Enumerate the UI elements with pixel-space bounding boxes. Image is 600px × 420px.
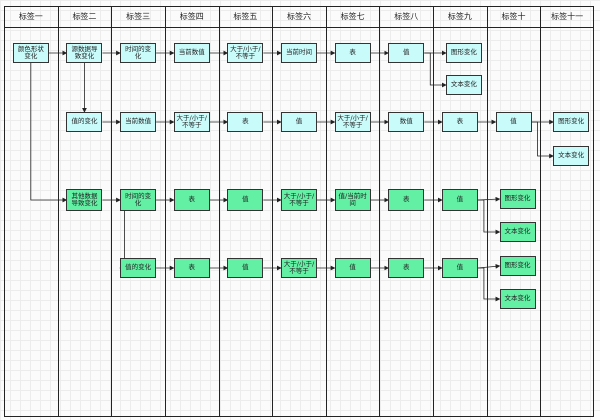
column-header-10: 标签十 [501, 12, 526, 21]
column-header-9: 标签九 [447, 12, 472, 21]
flow-node-h3[interactable]: 值 [227, 258, 264, 278]
connector-n1-g1 [30, 63, 68, 203]
flow-node-h4[interactable]: 大于/小于/不等于 [281, 258, 317, 278]
flow-node-g4[interactable]: 值 [227, 189, 264, 211]
flow-node-n9[interactable]: 图形变化 [445, 43, 482, 63]
flow-node-r10[interactable]: 图形变化 [553, 112, 590, 132]
flow-node-r6[interactable]: 大于/小于/不等于 [334, 112, 371, 132]
lane-divider [57, 6, 59, 417]
column-header-6: 标签六 [286, 12, 311, 21]
lane-divider [540, 6, 542, 417]
flow-node-g10[interactable]: 文本变化 [499, 222, 536, 242]
flow-node-n1[interactable]: 颜色形状变化 [12, 43, 49, 63]
flow-node-g9[interactable]: 图形变化 [499, 189, 536, 209]
lane-divider [111, 6, 113, 417]
connector-h7-h9 [477, 267, 501, 302]
flow-node-h9[interactable]: 文本变化 [499, 289, 536, 309]
flow-node-g3[interactable]: 表 [173, 189, 210, 211]
lane-divider [164, 6, 166, 417]
flow-node-g6[interactable]: 值/当前时间 [334, 189, 371, 211]
column-header-2: 标签二 [72, 12, 97, 21]
flow-node-h8[interactable]: 图形变化 [499, 256, 536, 276]
flow-node-n6[interactable]: 当前时间 [281, 43, 317, 63]
flow-node-r3[interactable]: 大于/小于/不等于 [173, 112, 210, 132]
flow-node-r7[interactable]: 数值 [388, 112, 425, 132]
flow-node-g8[interactable]: 值 [441, 189, 478, 211]
flow-node-h6[interactable]: 表 [388, 258, 425, 278]
lane-divider [218, 6, 220, 417]
connector-n8-n10 [424, 52, 447, 88]
flow-node-r8[interactable]: 表 [441, 112, 478, 132]
flow-node-n7[interactable]: 表 [334, 43, 371, 63]
flow-node-r1[interactable]: 值的变化 [66, 112, 103, 132]
flow-node-n5[interactable]: 大于/小于/不等于 [227, 43, 264, 63]
column-header-7: 标签七 [340, 12, 365, 21]
flow-node-g5[interactable]: 大于/小于/不等于 [281, 189, 317, 211]
flow-node-n8[interactable]: 值 [388, 43, 425, 63]
flow-node-n2[interactable]: 源数据导致变化 [66, 43, 103, 63]
flow-node-r9[interactable]: 值 [495, 112, 532, 132]
flow-node-g2[interactable]: 时间的变化 [120, 189, 157, 211]
flow-node-n4[interactable]: 当前数值 [173, 43, 210, 63]
column-header-1: 标签一 [18, 12, 43, 21]
header-row [4, 6, 594, 28]
flow-node-h5[interactable]: 值 [334, 258, 371, 278]
connector-g8-g10 [477, 199, 501, 235]
flow-node-h2[interactable]: 表 [173, 258, 210, 278]
flow-node-r11[interactable]: 文本变化 [553, 146, 590, 166]
flow-node-r2[interactable]: 当前数值 [120, 112, 157, 132]
flow-node-h7[interactable]: 值 [441, 258, 478, 278]
column-header-8: 标签八 [394, 12, 419, 21]
flow-node-r4[interactable]: 表 [227, 112, 264, 132]
lane-divider [379, 6, 381, 417]
flow-node-h1[interactable]: 值的变化 [120, 258, 157, 278]
column-header-11: 标签十一 [551, 12, 584, 21]
flow-node-g1[interactable]: 其他数据导致变化 [66, 189, 103, 211]
lane-divider [433, 6, 435, 417]
swimlane-board [4, 6, 594, 417]
lane-divider [486, 6, 488, 417]
lane-divider [272, 6, 274, 417]
column-header-5: 标签五 [233, 12, 258, 21]
flow-node-n10[interactable]: 文本变化 [445, 75, 482, 95]
flow-node-r5[interactable]: 值 [281, 112, 317, 132]
flow-node-g7[interactable]: 表 [388, 189, 425, 211]
lane-divider [325, 6, 327, 417]
column-header-4: 标签四 [179, 12, 204, 21]
connector-r9-r11 [531, 121, 554, 159]
column-header-3: 标签三 [126, 12, 151, 21]
flow-node-n3[interactable]: 时间的变化 [120, 43, 157, 63]
